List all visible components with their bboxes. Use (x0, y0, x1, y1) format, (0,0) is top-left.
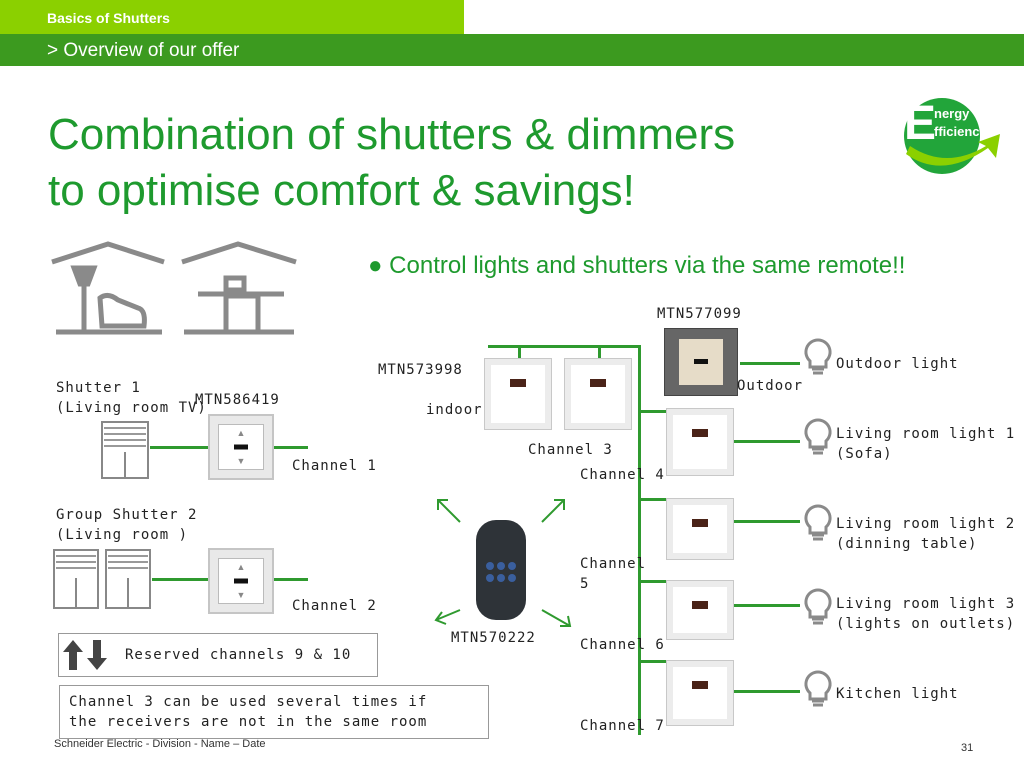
light-label-1: Living room light 1 (836, 426, 1016, 442)
reserved-channels-text: Reserved channels 9 & 10 (125, 647, 352, 663)
shutter-switch-1[interactable]: ▲ ▼ (208, 414, 274, 480)
header-bar (0, 0, 464, 34)
kitchen-icon (181, 241, 297, 335)
footer-text: Schneider Electric - Division - Name – D… (54, 738, 266, 750)
label-mtn586419: MTN586419 (195, 392, 280, 408)
title-line-2: to optimise comfort & savings! (48, 166, 635, 215)
light-label-3: Living room light 3 (836, 596, 1016, 612)
wire-light-2 (734, 520, 800, 523)
light-bulb-icon (804, 418, 832, 455)
indicator-led (692, 601, 708, 609)
label-channel-6: Channel 6 (580, 637, 665, 653)
indicator-led (692, 519, 708, 527)
energy-efficiency-icon (904, 98, 1000, 174)
wire-light-outdoor (740, 362, 800, 365)
light-label-1-detail: (Sofa) (836, 446, 893, 462)
indicator-led (590, 379, 606, 387)
light-label-4: Kitchen light (836, 686, 959, 702)
logo-text-1: nergy (934, 106, 970, 121)
indicator-led (692, 681, 708, 689)
up-down-arrows-icon (63, 640, 107, 670)
wire-branch-5 (638, 498, 666, 501)
remote-control[interactable] (476, 520, 526, 620)
room-icons (51, 241, 297, 335)
wire-drop-1 (518, 345, 521, 359)
outdoor-dimmer-face (679, 339, 723, 385)
wire-branch-7 (638, 660, 666, 663)
light-label-outdoor: Outdoor light (836, 356, 959, 372)
dimmer-switch-indoor-1[interactable] (484, 358, 552, 430)
subtitle: > Overview of our offer (47, 40, 240, 61)
label-channel-1: Channel 1 (292, 458, 377, 474)
section-title: Basics of Shutters (47, 10, 170, 26)
label-channel-3: Channel 3 (528, 442, 613, 458)
label-mtn577099: MTN577099 (657, 306, 742, 322)
light-bulb-icon (804, 670, 832, 707)
shutter-1-label: Shutter 1 (56, 380, 141, 396)
group-shutter-windows-icon (53, 549, 151, 609)
outdoor-dimmer[interactable] (664, 328, 738, 396)
note-box: Channel 3 can be used several times if t… (59, 685, 489, 739)
bullet-text: Control lights and shutters via the same… (389, 252, 906, 279)
indicator-led (510, 379, 526, 387)
logo-letter: E (904, 97, 937, 150)
dimmer-switch-channel-4[interactable] (666, 408, 734, 476)
label-channel-2: Channel 2 (292, 598, 377, 614)
indicator-led (692, 429, 708, 437)
shutter-switch-2[interactable]: ▲ ▼ (208, 548, 274, 614)
light-label-2-detail: (dinning table) (836, 536, 978, 552)
up-arrow-icon[interactable]: ▲ (236, 562, 246, 572)
wire-light-4 (734, 690, 800, 693)
note-line-2: the receivers are not in the same room (69, 714, 428, 730)
wire-light-1 (734, 440, 800, 443)
remote-signal-arrows (434, 499, 572, 627)
shutter-window-icon (101, 421, 149, 479)
wire-shutter-1-left (150, 446, 208, 449)
label-mtn570222: MTN570222 (451, 630, 536, 646)
group-shutter-label: Group Shutter 2 (56, 507, 198, 523)
wire-vertical (638, 345, 641, 735)
light-label-2: Living room light 2 (836, 516, 1016, 532)
page-number: 31 (961, 742, 974, 754)
label-channel-5-number: 5 (580, 576, 590, 592)
dimmer-switch-channel-6[interactable] (666, 580, 734, 640)
label-outdoor: Outdoor (737, 378, 804, 394)
living-room-icon (51, 241, 165, 335)
note-line-1: Channel 3 can be used several times if (69, 694, 428, 710)
down-arrow-icon[interactable]: ▼ (236, 456, 246, 466)
label-channel-4: Channel 4 (580, 467, 665, 483)
label-channel-7: Channel 7 (580, 718, 665, 734)
light-bulb-icon (804, 588, 832, 625)
light-label-3-detail: (lights on outlets) (836, 616, 1016, 632)
subheader-bar (0, 34, 1024, 66)
dimmer-switch-channel-5[interactable] (666, 498, 734, 560)
wire-drop-2 (598, 345, 601, 359)
wire-shutter-2-left (152, 578, 208, 581)
reserved-channels-box: Reserved channels 9 & 10 (58, 633, 378, 677)
wire-shutter-2-right (274, 578, 308, 581)
group-shutter-room: (Living room ) (56, 527, 189, 543)
energy-efficiency-logo: E nergy fficiency (896, 96, 1006, 176)
wire-top (488, 345, 640, 348)
logo-text-2: fficiency (934, 124, 987, 139)
label-channel-5: Channel (580, 556, 647, 572)
dimmer-switch-channel-7[interactable] (666, 660, 734, 726)
wire-shutter-1-right (274, 446, 308, 449)
light-bulb-icon (804, 504, 832, 541)
shutter-1-room: (Living room TV) (56, 400, 207, 416)
wire-branch-6 (638, 580, 666, 583)
bullet-point: ● Control lights and shutters via the sa… (368, 252, 906, 279)
light-bulb-icon (804, 338, 832, 375)
wire-branch-4 (638, 410, 666, 413)
down-arrow-icon[interactable]: ▼ (236, 590, 246, 600)
up-arrow-icon[interactable]: ▲ (236, 428, 246, 438)
dimmer-switch-indoor-2[interactable] (564, 358, 632, 430)
title-line-1: Combination of shutters & dimmers (48, 110, 736, 159)
label-indoor: indoor (426, 402, 483, 418)
wire-light-3 (734, 604, 800, 607)
label-mtn573998: MTN573998 (378, 362, 463, 378)
